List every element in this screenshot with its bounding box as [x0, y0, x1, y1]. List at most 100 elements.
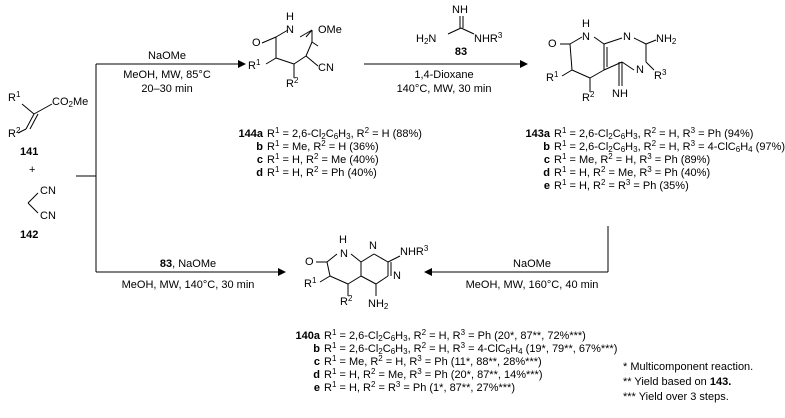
compound-substituents: R1 = H, R2 = R3 = Ph (1*, 87**, 27%***) [324, 380, 515, 395]
reagent-83-label: 83 [454, 46, 468, 58]
compound-143-atom-n3: N [636, 64, 644, 76]
compound-entry: d R1 = H, R2 = Me, R3 = Ph (20*, 87**, 14… [290, 367, 617, 382]
compound-entry: c R1 = Me, R2 = H, R3 = Ph (89%) [520, 152, 785, 167]
reagent-83-h2n: H2N [416, 33, 437, 46]
compound-id: b [313, 343, 320, 355]
reagent-83-nh: NH [452, 4, 468, 16]
footnote-yield-143: ** Yield based on 143. [623, 376, 732, 388]
compound-140-atom-h: H [339, 234, 347, 246]
compound-substituents: R1 = Me, R2 = H (36%) [267, 139, 379, 154]
compound-entry: 140a R1 = 2,6-Cl2C6H3, R2 = H, R3 = Ph (2… [290, 328, 617, 343]
compound-143-r2: R2 [582, 90, 595, 105]
arrow3-reagent: 83, NaOMe [159, 258, 217, 270]
compound-141-bonds [17, 103, 53, 134]
compound-143-r1: R1 [546, 70, 559, 85]
compound-id: d [256, 167, 263, 179]
compound-entry: e R1 = H, R2 = R3 = Ph (1*, 87**, 27%***) [290, 380, 617, 395]
compound-substituents: R1 = H, R2 = Ph (40%) [267, 165, 377, 180]
arrow2-conditions-2: 140°C, MW, 30 min [396, 83, 492, 95]
compound-144-r1: R1 [248, 58, 261, 73]
compound-substituents: R1 = H, R2 = R3 = Ph (35%) [554, 178, 689, 193]
compound-id: 144a [238, 128, 263, 140]
arrow2-conditions-1: 1,4-Dioxane [414, 69, 474, 81]
compound-142-label: 142 [20, 229, 39, 241]
reagent-83-nhr3: NHR3 [474, 31, 503, 46]
compound-substituents: R1 = 2,6-Cl2C6H3, R2 = H, R3 = 4-ClC6H4 … [554, 139, 785, 154]
compound-140-atom-n2: N [369, 240, 377, 252]
compound-140-r2: R2 [340, 294, 353, 309]
footnote-three-steps: *** Yield over 3 steps. [623, 391, 729, 403]
compound-entry: d R1 = H, R2 = Ph (40%) [233, 165, 422, 180]
compound-144-r2: R2 [286, 76, 299, 91]
compound-144-atom-h: H [286, 11, 294, 23]
series-144-list: 144a R1 = 2,6-Cl2C6H3, R2 = H (88%) b R1 = … [233, 126, 422, 180]
compound-140-r1: R1 [304, 276, 317, 291]
compound-entry: b R1 = 2,6-Cl2C6H3, R2 = H, R3 = 4-ClC6H4… [290, 341, 618, 356]
reagent-83-bonds [447, 16, 475, 35]
compound-140-nhr3: NHR3 [400, 244, 429, 259]
plus-sign: + [29, 164, 36, 176]
compound-substituents: R1 = Me, R2 = H, R3 = Ph (11*, 88**, 28%… [324, 354, 542, 369]
reaction-arrows [76, 63, 609, 273]
compound-144-cn: CN [318, 62, 334, 74]
compound-143-atom-h: H [582, 18, 590, 30]
compound-substituents: R1 = 2,6-Cl2C6H3, R2 = H, R3 = 4-ClC6H4 … [324, 341, 618, 356]
compound-144-ome: OMe [318, 24, 342, 36]
compound-143-atom-o: O [548, 38, 557, 50]
compound-143-nh: NH [612, 88, 628, 100]
compound-141-r1: R1 [8, 90, 21, 105]
compound-143-atom-n1: N [582, 31, 590, 43]
compound-id: c [256, 154, 263, 166]
compound-143-nh2: NH2 [656, 33, 677, 46]
arrow4-conditions: MeOH, MW, 160°C, 40 min [465, 279, 599, 291]
compound-substituents: R1 = H, R2 = Me (40%) [267, 152, 379, 167]
compound-entry: b R1 = 2,6-Cl2C6H3, R2 = H, R3 = 4-ClC6H4… [520, 139, 785, 154]
compound-substituents: R1 = Me, R2 = H, R3 = Ph (89%) [554, 152, 711, 167]
compound-140-nh2: NH2 [368, 298, 389, 311]
arrow1-conditions-2: 20–30 min [141, 83, 193, 95]
compound-entry: 144a R1 = 2,6-Cl2C6H3, R2 = H (88%) [233, 126, 422, 141]
arrow3-conditions: MeOH, MW, 140°C, 30 min [121, 279, 255, 291]
compound-140-atom-n3: N [393, 270, 401, 282]
compound-entry: 143a R1 = 2,6-Cl2C6H3, R2 = H, R3 = Ph (9… [520, 126, 785, 141]
compound-id: e [313, 382, 320, 394]
arrow1-conditions-1: MeOH, MW, 85°C [123, 69, 211, 81]
compound-id: c [543, 154, 550, 166]
compound-substituents: R1 = 2,6-Cl2C6H3, R2 = H, R3 = Ph (20*, … [324, 328, 586, 343]
compound-substituents: R1 = 2,6-Cl2C6H3, R2 = H (88%) [267, 126, 422, 141]
compound-141-label: 141 [20, 146, 39, 158]
compound-entry: d R1 = H, R2 = Me, R3 = Ph (40%) [520, 165, 785, 180]
compound-141-ester: CO2Me [52, 96, 89, 109]
compound-entry: c R1 = H, R2 = Me (40%) [233, 152, 422, 167]
compound-142-bonds [27, 192, 39, 214]
compound-id: 140a [295, 330, 320, 342]
compound-142-cn-top: CN [40, 185, 56, 197]
compound-140-atom-n1: N [340, 248, 348, 260]
compound-144-bonds [261, 29, 319, 78]
compound-143-bonds [560, 36, 657, 92]
compound-id: d [543, 167, 550, 179]
compound-140-bonds [316, 253, 401, 296]
arrow1-reagent: NaOMe [148, 50, 186, 62]
compound-substituents: R1 = H, R2 = Me, R3 = Ph (20*, 87**, 14%… [324, 367, 543, 382]
compound-entry: c R1 = Me, R2 = H, R3 = Ph (11*, 88**, 28… [290, 354, 617, 369]
compound-id: 143a [525, 128, 550, 140]
arrow4-reagent: NaOMe [513, 258, 551, 270]
compound-id: b [256, 141, 263, 153]
compound-141-r2: R2 [8, 126, 21, 141]
compound-id: b [543, 141, 550, 153]
compound-143-atom-n2: N [623, 31, 631, 43]
series-143-list: 143a R1 = 2,6-Cl2C6H3, R2 = H, R3 = Ph (9… [520, 126, 785, 193]
compound-substituents: R1 = H, R2 = Me, R3 = Ph (40%) [554, 165, 711, 180]
compound-144-atom-o: O [252, 37, 261, 49]
compound-substituents: R1 = 2,6-Cl2C6H3, R2 = H, R3 = Ph (94%) [554, 126, 754, 141]
compound-entry: b R1 = Me, R2 = H (36%) [233, 139, 422, 154]
compound-142-cn-bottom: CN [40, 210, 56, 222]
compound-id: c [313, 356, 320, 368]
compound-144-atom-n: N [286, 24, 294, 36]
compound-143-r3: R3 [654, 68, 667, 83]
compound-id: d [313, 369, 320, 381]
footnote-multicomponent: * Multicomponent reaction. [623, 361, 754, 373]
